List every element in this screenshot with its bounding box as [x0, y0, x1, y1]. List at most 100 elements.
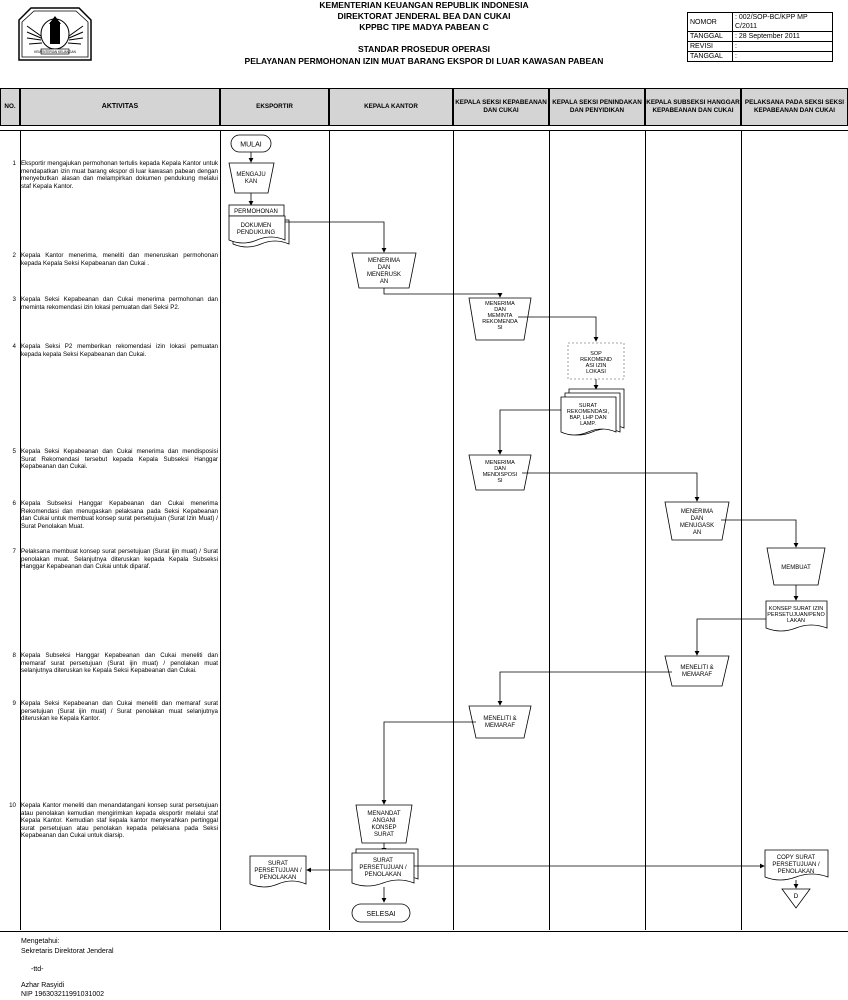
step-number: 4 [12, 343, 16, 350]
header-directorate: DIREKTORAT JENDERAL BEA DAN CUKAI [337, 11, 511, 21]
process-label: DAN [494, 307, 506, 313]
process-label: DAN [691, 516, 704, 522]
col-header-no: NO. [0, 88, 20, 126]
header-ministry: KEMENTERIAN KEUANGAN REPUBLIK INDONESIA [319, 0, 529, 10]
process-label: MEMBUAT [781, 565, 811, 571]
connector [497, 671, 672, 706]
process-label: ANGANI [372, 818, 395, 824]
process-label: MENELITI & [483, 716, 516, 722]
process-menerima-meminta [468, 297, 532, 341]
footer-ttd: -ttd- [31, 966, 44, 973]
step-number: 6 [12, 500, 16, 507]
process-label: LOKASI [586, 369, 606, 375]
col-header-aktivitas: AKTIVITAS [20, 88, 220, 126]
process-label: AN [380, 279, 388, 285]
process-label: MENERIMA [681, 509, 713, 515]
doc-label: PENDUKUNG [237, 230, 276, 236]
doc-label: LAKAN [787, 618, 805, 624]
col-header-seksi-p2: KEPALA SEKSI PENINDAKAN DAN PENYIDIKAN [549, 88, 645, 126]
logo-caption: KEMENTERIAN KEUANGAN [34, 50, 76, 54]
meta-value: : [732, 51, 833, 62]
header-title: STANDAR PROSEDUR OPERASI [357, 44, 491, 54]
doc-label: PENOLAKAN [365, 872, 402, 878]
lane-divider [645, 130, 646, 930]
doc-surat-persetujuan-eksportir [249, 855, 307, 888]
col-header-seksi-pkc: KEPALA SEKSI KEPABEANAN DAN CUKAI [453, 88, 549, 126]
doc-surat-persetujuan [351, 852, 415, 887]
process-menandatangani [355, 804, 413, 844]
logo: KEMENTERIAN KEUANGAN [17, 6, 93, 62]
process-label: MENERIMA [485, 460, 515, 466]
connector [721, 519, 799, 548]
doc-label: PERSETUJUAN/PENO [767, 612, 825, 618]
archive-label: D [794, 893, 799, 900]
doc-label: SURAT [579, 403, 598, 409]
step-description: Kepala Subseksi Hanggar Kepabeanan dan C… [21, 500, 218, 530]
header-bottom-rule [0, 130, 848, 131]
process-label: KONSEP [371, 825, 396, 831]
lane-divider [549, 130, 550, 930]
process-menerima-meneruskan [351, 252, 417, 289]
meta-value: : 002/SOP-BC/KPP MP C/2011 [732, 12, 833, 32]
step-description: Kepala Seksi Kepabeanan dan Cukai meneli… [21, 700, 218, 723]
step-number: 7 [12, 548, 16, 555]
process-mengajukan [228, 162, 275, 194]
process-label: MENDISPOSI [483, 472, 518, 478]
lane-divider [20, 130, 21, 930]
end-label: SELESAI [366, 911, 395, 918]
col-header-subseksi: KEPALA SUBSEKSI HANGGAR KEPABEANAN DAN C… [645, 88, 741, 126]
meta-row: TANGGAL: [687, 51, 833, 62]
meta-row: NOMOR: 002/SOP-BC/KPP MP C/2011 [687, 12, 833, 32]
process-label: REKOMEND [580, 357, 612, 363]
start-label: MULAI [240, 142, 261, 149]
header-office: KPPBC TIPE MADYA PABEAN C [359, 22, 489, 32]
lane-divider [741, 130, 742, 930]
connector [383, 288, 503, 298]
connector [694, 618, 766, 656]
footer-nip: NIP 196303211991031002 [21, 991, 105, 998]
step-description: Kepala Kantor meneliti dan menandatangan… [21, 802, 218, 840]
process-label: DAN [494, 466, 506, 472]
header-subtitle: PELAYANAN PERMOHONAN IZIN MUAT BARANG EK… [244, 56, 604, 66]
doc-copy-surat [764, 849, 829, 881]
col-header-kepala-kantor: KEPALA KANTOR [329, 88, 453, 126]
doc-label: PENOLAKAN [260, 875, 297, 881]
doc-konsep-surat [765, 600, 828, 632]
process-sop-rekomendasi [567, 342, 625, 380]
doc-dokumen [228, 215, 286, 244]
process-label: AN [693, 530, 701, 536]
process-label: DAN [378, 265, 391, 271]
end-terminator [351, 903, 411, 923]
step-description: Pelaksana membuat konsep surat persetuju… [21, 548, 218, 571]
step-description: Kepala Seksi Kepabeanan dan Cukai meneri… [21, 296, 218, 311]
doc-label: PENOLAKAN [778, 869, 815, 875]
col-header-pelaksana: PELAKSANA PADA SEKSI SEKSI KEPABEANAN DA… [741, 88, 848, 126]
process-label: SURAT [374, 832, 394, 838]
process-label: ASI IZIN [586, 363, 607, 369]
doc-surat-rekomendasi [560, 396, 617, 436]
process-label: MENERIMA [368, 258, 400, 264]
doc-label: COPY SURAT [777, 855, 816, 861]
process-label: MEMARAF [682, 672, 712, 678]
step-description: Eksportir mengajukan permohonan tertulis… [21, 160, 218, 190]
doc-label: PERSETUJUAN / [254, 868, 302, 874]
process-membuat [766, 547, 826, 586]
process-label: MENANDAT [367, 811, 401, 817]
lane-divider [329, 130, 330, 930]
step-description: Kepala Seksi Kepabeanan dan Cukai meneri… [21, 448, 218, 471]
doc-label: BAP, LHP DAN [569, 415, 606, 421]
process-label: SI [497, 325, 503, 331]
archive-triangle [781, 888, 811, 909]
process-label: SOP [590, 351, 602, 357]
process-label: MENERUSK [367, 272, 401, 278]
footer-nama: Azhar Rasyidi [21, 982, 65, 989]
process-label: MENGAJU [236, 172, 265, 178]
doc-label: LAMP. [580, 421, 596, 427]
step-description: Kepala Kantor menerima, meneliti dan men… [21, 252, 218, 267]
process-menerima-mendisposisi [468, 454, 532, 491]
doc-label: KONSEP SURAT IZIN [769, 606, 823, 612]
step-number: 3 [12, 296, 16, 303]
process-label: SI [497, 478, 503, 484]
doc-label: SURAT [268, 861, 288, 867]
step-description: Kepala Seksi P2 memberikan rekomendasi i… [21, 343, 218, 358]
